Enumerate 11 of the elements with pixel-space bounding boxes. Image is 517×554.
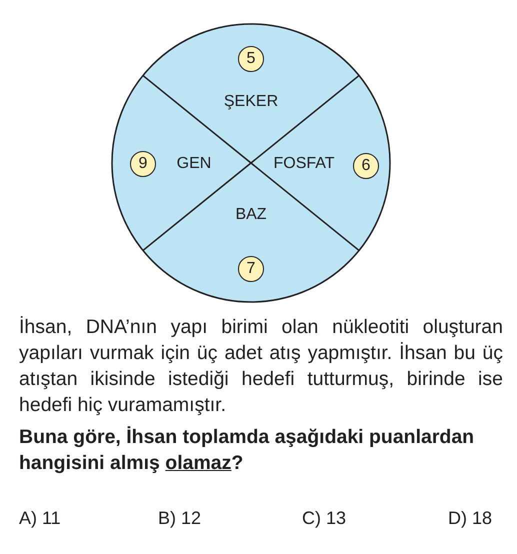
sector-label: BAZ: [235, 207, 267, 223]
answer-option: A) 11: [19, 508, 61, 529]
sector-label: ŞEKER: [224, 94, 278, 110]
question-paragraph: İhsan, DNA’nın yapı birimi olan nükleotiti oluşturan yapıları vurmak için üç adet atış yapmıştır. İhsan bu üç atıştan ikisinde istediği hedefi tutturmuş, birinde ise hedefi hiç vuramamıştır.: [19, 315, 503, 418]
sector-label: GEN: [176, 156, 212, 172]
target-disk: [110, 22, 392, 304]
sector-label: FOSFAT: [273, 156, 335, 172]
question-prompt: Buna göre, İhsan toplamda aşağıdaki puanlardan hangisini almış olamaz?: [19, 425, 476, 476]
answer-option: D) 18: [448, 508, 492, 529]
answer-option: C) 13: [302, 508, 346, 529]
answer-option: B) 12: [158, 508, 202, 529]
